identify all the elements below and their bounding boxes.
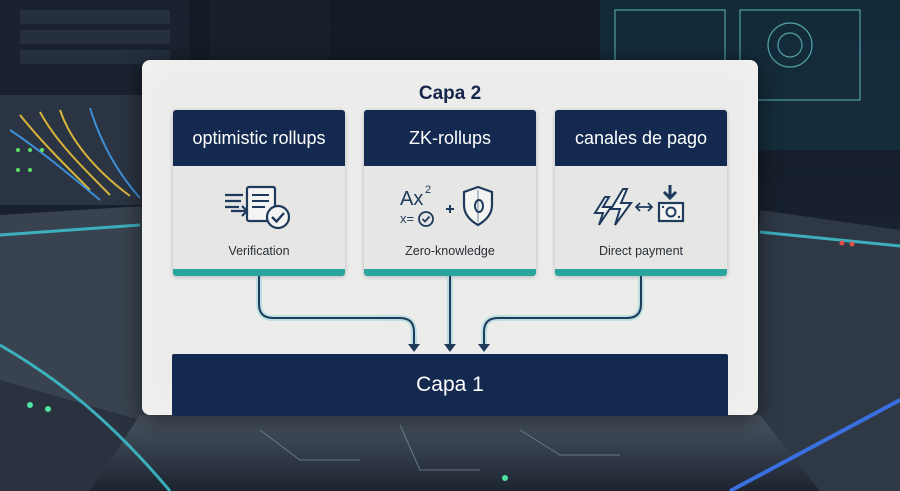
layer2-diagram-card: Capa 2 optimistic rollups Verification Z… <box>142 60 758 416</box>
document-check-icon <box>173 180 345 232</box>
equation-exponent: 2 <box>425 184 431 196</box>
arrow-optimistic-to-base <box>258 276 415 350</box>
formula-shield-icon: Ax 2 x= <box>364 180 536 232</box>
optimistic-rollups-box: optimistic rollups Verification <box>173 110 345 276</box>
teal-accent-bar <box>173 269 345 276</box>
base-layer-bar: Capa 1 <box>172 354 728 416</box>
teal-accent-bar <box>364 269 536 276</box>
equation-term: Ax <box>400 188 423 210</box>
zk-rollups-title: ZK-rollups <box>364 110 536 166</box>
optimistic-rollups-caption: Verification <box>228 244 290 258</box>
teal-accent-bar <box>555 269 727 276</box>
equation-prefix: x= <box>400 211 414 226</box>
payment-channels-box: canales de pago Direct payment <box>555 110 727 276</box>
optimistic-rollups-title: optimistic rollups <box>173 110 345 166</box>
zk-rollups-box: ZK-rollups Ax 2 x= Zero-knowledge <box>364 110 536 276</box>
payment-channels-title: canales de pago <box>555 110 727 166</box>
arrow-channels-to-base <box>483 276 642 350</box>
payment-channels-caption: Direct payment <box>598 244 684 258</box>
diagram-title: Capa 2 <box>418 83 482 104</box>
connector-arrows <box>256 276 644 352</box>
zk-rollups-caption: Zero-knowledge <box>405 244 495 258</box>
lightning-payment-icon <box>555 180 727 232</box>
